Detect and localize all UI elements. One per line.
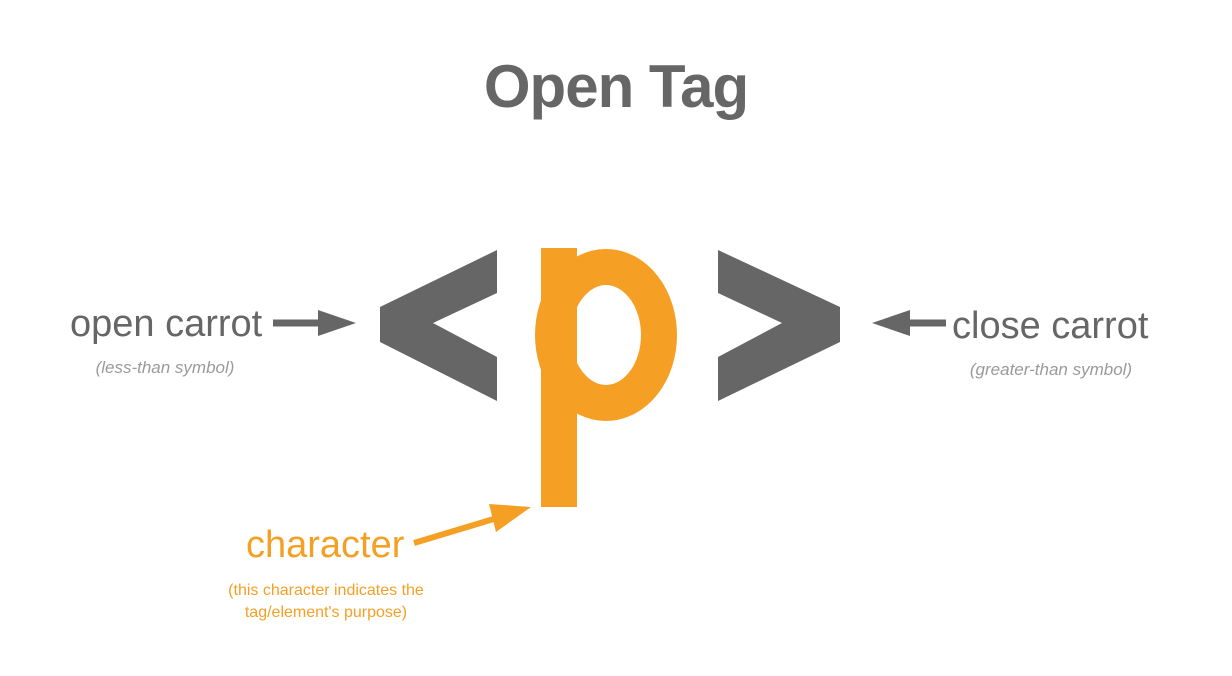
page-title: Open Tag [483, 53, 749, 120]
close-carrot-note: (greater-than symbol) [969, 360, 1133, 379]
close-carrot-label: close carrot [952, 305, 1149, 347]
open-carrot-label: open carrot [70, 303, 263, 345]
character-arrow [413, 504, 531, 546]
character-label: character [246, 524, 405, 566]
p-character [535, 248, 677, 507]
greater-than-symbol [718, 250, 840, 401]
close-arrow [872, 310, 946, 336]
open-carrot-note: (less-than symbol) [95, 358, 235, 377]
character-note: (this character indicates the tag/elemen… [206, 580, 446, 624]
character-note-line1: (this character indicates the [228, 582, 424, 599]
less-than-symbol [380, 250, 497, 401]
p-bowl [535, 249, 677, 421]
character-note-line2: tag/element's purpose) [244, 604, 408, 621]
open-arrow [273, 310, 356, 336]
